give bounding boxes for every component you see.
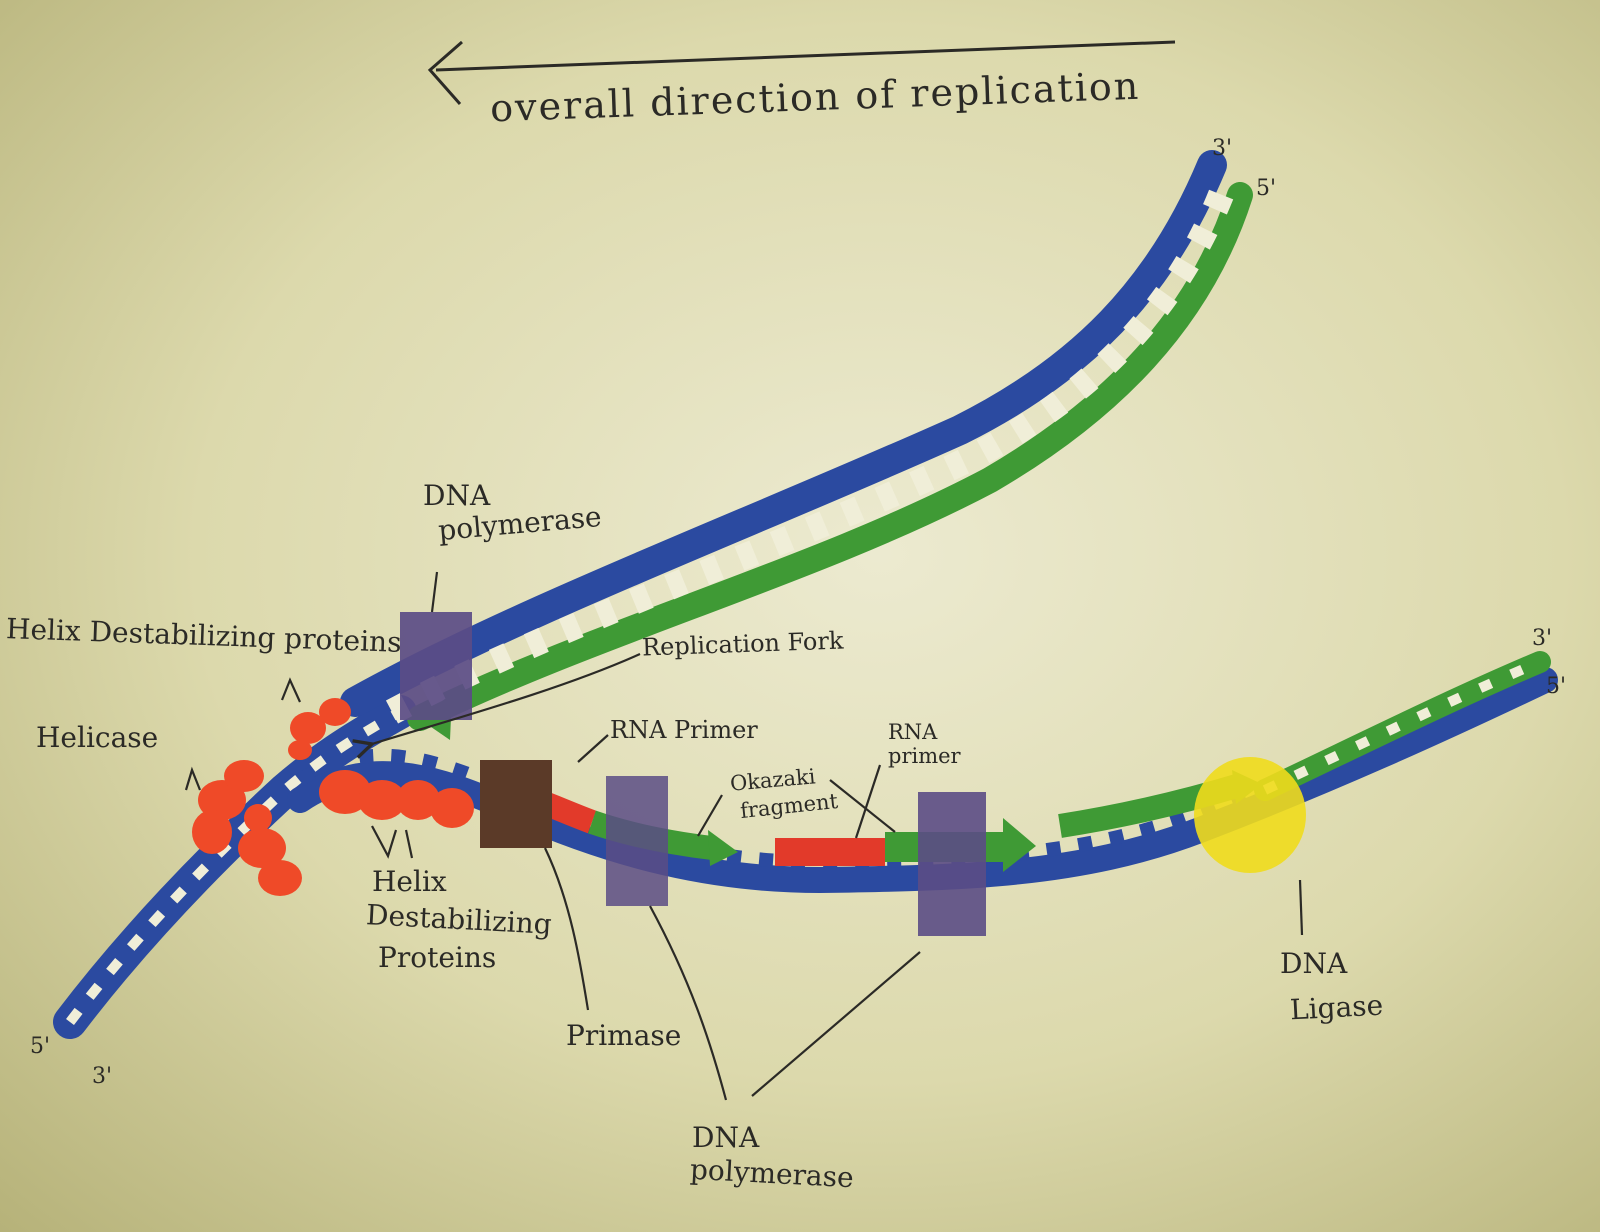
strand-end-bottom-3prime: 3' <box>92 1066 112 1088</box>
label-replication-fork: Replication Fork <box>642 628 844 659</box>
strand-end-top-3prime: 3' <box>1212 138 1232 160</box>
strand-end-right-5prime: 5' <box>1546 676 1566 698</box>
dna-polymerase-lower-2 <box>918 792 986 936</box>
primase-block <box>480 760 552 848</box>
dna-ligase-blob <box>1194 757 1306 873</box>
label-primase: Primase <box>566 1022 681 1050</box>
label-rna-primer-1: RNA Primer <box>610 718 758 742</box>
strand-end-top-5prime: 5' <box>1256 178 1276 200</box>
label-helicase: Helicase <box>36 724 158 752</box>
label-helix-destabilizing-bottom-1: Helix <box>372 868 447 896</box>
parental-duplex <box>70 712 400 1022</box>
label-dna-polymerase-bottom-2: polymerase <box>689 1156 854 1193</box>
label-dna-polymerase-bottom-1: DNA <box>692 1124 759 1152</box>
label-rna-primer-2-line2: primer <box>888 746 961 767</box>
dna-polymerase-lower-1 <box>606 776 668 906</box>
label-dna-polymerase-top-1: DNA <box>423 482 490 510</box>
rna-primer-segment-2 <box>775 838 885 866</box>
label-dna-ligase-1: DNA <box>1280 950 1347 978</box>
label-rna-primer-2-line1: RNA <box>888 722 937 743</box>
label-dna-ligase-2: Ligase <box>1289 992 1383 1025</box>
strand-end-right-3prime: 3' <box>1532 628 1552 650</box>
label-helix-destabilizing-bottom-3: Proteins <box>378 944 496 972</box>
strand-end-bottom-5prime: 5' <box>30 1036 50 1058</box>
dna-polymerase-top <box>400 612 472 720</box>
